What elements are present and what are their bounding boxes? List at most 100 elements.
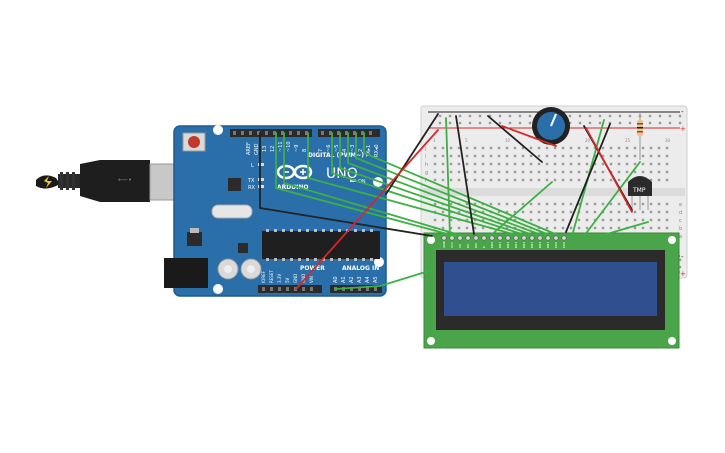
- breadboard-hole: [577, 154, 581, 158]
- breadboard-hole: [633, 202, 637, 206]
- breadboard-hole: [513, 178, 517, 182]
- breadboard-hole: [601, 226, 605, 230]
- row-letter: c: [679, 218, 682, 224]
- breadboard-hole: [545, 226, 549, 230]
- breadboard-hole: [458, 121, 462, 125]
- wire-green: [583, 161, 641, 237]
- breadboard-hole: [449, 178, 453, 182]
- aref-label: AREF: [246, 142, 252, 155]
- pin-label: 12: [270, 146, 276, 152]
- breadboard-hole: [473, 202, 477, 206]
- breadboard-hole: [617, 218, 621, 222]
- breadboard-hole: [678, 258, 682, 262]
- breadboard-hole: [457, 146, 461, 150]
- breadboard-hole: [593, 210, 597, 214]
- breadboard-hole: [665, 218, 669, 222]
- lcd-pin-label: DB0: [490, 242, 494, 248]
- breadboard-hole: [468, 121, 472, 125]
- wire-green: [331, 132, 529, 237]
- breadboard-hole: [578, 121, 582, 125]
- breadboard-hole: [553, 178, 557, 182]
- breadboard-hole: [497, 146, 501, 150]
- breadboard-hole: [657, 210, 661, 214]
- lcd-pin-label: RS: [466, 244, 470, 248]
- lcd-pin: [489, 235, 495, 241]
- rail-plus-label: +: [680, 125, 686, 133]
- breadboard-hole: [593, 170, 597, 174]
- breadboard-hole: [601, 162, 605, 166]
- breadboard-hole: [585, 154, 589, 158]
- breadboard-hole: [505, 210, 509, 214]
- breadboard-hole: [585, 170, 589, 174]
- breadboard-hole: [529, 170, 533, 174]
- breadboard-hole: [625, 218, 629, 222]
- power-pin-label: 5V: [285, 277, 290, 283]
- l-label: L: [251, 163, 254, 169]
- breadboard-hole: [617, 154, 621, 158]
- breadboard-hole: [513, 146, 517, 150]
- breadboard-hole: [545, 202, 549, 206]
- breadboard-hole: [481, 210, 485, 214]
- column-number: 20: [585, 138, 591, 143]
- pin-label: ~5: [334, 145, 340, 152]
- breadboard-hole: [649, 146, 653, 150]
- breadboard-hole: [625, 162, 629, 166]
- breadboard-hole: [473, 226, 477, 230]
- breadboard-hole: [577, 178, 581, 182]
- breadboard-hole: [668, 121, 672, 125]
- breadboard-hole: [609, 202, 613, 206]
- rail-minus-label: -: [681, 253, 684, 261]
- pin-label: 4: [342, 149, 348, 152]
- breadboard-hole: [468, 114, 472, 118]
- analog-pin-label: A3: [357, 276, 363, 283]
- lcd-pin: [505, 235, 511, 241]
- breadboard-hole: [441, 218, 445, 222]
- usb-plug-body: [80, 160, 150, 202]
- breadboard-hole: [641, 146, 645, 150]
- breadboard-hole: [521, 210, 525, 214]
- breadboard-hole: [505, 154, 509, 158]
- lcd-pin: [521, 235, 527, 241]
- breadboard-hole: [518, 121, 522, 125]
- lcd-pin-label: VCC: [450, 242, 454, 248]
- breadboard-hole: [529, 210, 533, 214]
- breadboard-hole: [478, 114, 482, 118]
- breadboard-hole: [521, 202, 525, 206]
- reset-button[interactable]: [188, 136, 200, 148]
- tx-label: TX: [247, 178, 255, 184]
- breadboard-hole: [521, 178, 525, 182]
- breadboard-hole: [441, 154, 445, 158]
- digital-header-left: [230, 129, 312, 137]
- breadboard-hole: [641, 218, 645, 222]
- small-component: [238, 243, 248, 253]
- breadboard-hole: [641, 162, 645, 166]
- wire-red: [585, 127, 633, 213]
- wires: [259, 113, 649, 290]
- breadboard-hole: [641, 226, 645, 230]
- wire-green: [275, 132, 456, 237]
- mount-hole: [213, 125, 223, 135]
- wire-green: [363, 132, 561, 237]
- wire-black: [487, 115, 543, 163]
- breadboard-hole: [457, 162, 461, 166]
- breadboard-hole: [473, 170, 477, 174]
- pin-label: 8: [302, 149, 308, 152]
- potentiometer[interactable]: [532, 107, 570, 145]
- breadboard-hole: [678, 114, 682, 118]
- arduino-brand: ARDUINO: [277, 184, 308, 191]
- breadboard-hole: [577, 162, 581, 166]
- breadboard-hole: [441, 210, 445, 214]
- usb-lightning-icon: [44, 176, 52, 188]
- breadboard-hole: [497, 154, 501, 158]
- breadboard-hole: [609, 226, 613, 230]
- breadboard-hole: [569, 146, 573, 150]
- wire-green: [489, 181, 553, 237]
- breadboard-hole: [553, 170, 557, 174]
- breadboard-hole: [617, 162, 621, 166]
- breadboard-hole: [545, 170, 549, 174]
- pin-label: RX◂0: [374, 144, 380, 157]
- breadboard-hole: [433, 178, 437, 182]
- lcd-pin-label: E: [482, 246, 486, 248]
- breadboard-hole: [568, 121, 572, 125]
